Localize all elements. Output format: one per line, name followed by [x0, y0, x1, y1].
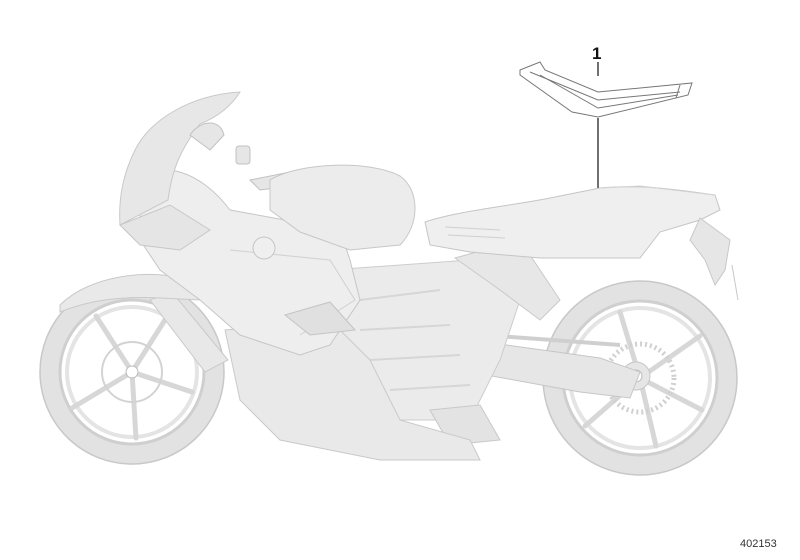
callout-number-1: 1	[592, 44, 602, 63]
seat-part-exploded	[519, 61, 693, 118]
fuel-tank	[269, 164, 416, 251]
lower-fairing	[224, 319, 481, 461]
tail-section	[689, 217, 739, 301]
front-fork	[59, 273, 229, 373]
windscreen	[119, 91, 241, 251]
seat	[424, 185, 721, 259]
diagram-id: 402153	[740, 538, 777, 550]
